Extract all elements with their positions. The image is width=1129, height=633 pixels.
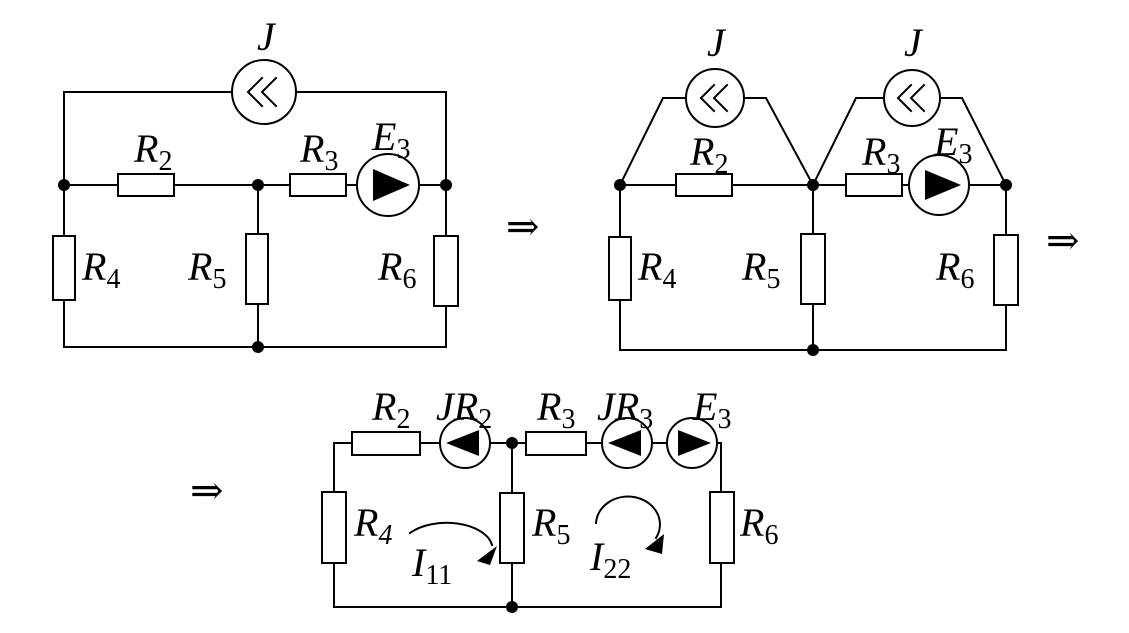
circuit-2: J J R2 R3 E3 R4 R5 R6 bbox=[608, 20, 1019, 356]
c2-node-right bbox=[1000, 179, 1012, 191]
c2-label-r2: R2 bbox=[689, 129, 728, 180]
c1-label-r6: R6 bbox=[377, 244, 416, 295]
c1-label-e3: E3 bbox=[371, 114, 410, 165]
c3-label-r3: R3 bbox=[536, 384, 575, 435]
c2-resistor-r4 bbox=[608, 236, 632, 301]
c1-wire-top bbox=[63, 91, 447, 186]
c3-label-i22: I22 bbox=[589, 534, 631, 585]
circuit-1: J R2 R3 E3 R4 R5 R6 bbox=[52, 14, 459, 353]
c1-label-j: J bbox=[257, 14, 277, 59]
c3-label-jr2: JR2 bbox=[436, 384, 492, 435]
c3-resistor-r3 bbox=[525, 431, 587, 456]
implies-arrow-2: ⇒ bbox=[1046, 218, 1080, 263]
c2-label-r3: R3 bbox=[861, 129, 900, 180]
c3-node-bottom bbox=[506, 601, 518, 613]
c2-voltage-source-e3 bbox=[908, 154, 970, 216]
c3-node-top bbox=[506, 437, 518, 449]
c3-wire-frame bbox=[333, 562, 722, 608]
c2-node-center bbox=[807, 179, 819, 191]
c3-label-r2: R2 bbox=[371, 384, 410, 435]
c3-label-r5: R5 bbox=[531, 500, 570, 551]
c3-label-r6: R6 bbox=[739, 500, 778, 551]
c1-resistor-r5 bbox=[245, 233, 269, 305]
implies-arrow-1: ⇒ bbox=[506, 204, 540, 249]
c3-loop-current-i22 bbox=[594, 495, 664, 554]
c2-resistor-r5 bbox=[800, 233, 826, 305]
c1-label-r3: R3 bbox=[299, 126, 338, 177]
implies-arrow-3: ⇒ bbox=[190, 468, 224, 513]
c1-resistor-r3 bbox=[289, 173, 347, 197]
c3-resistor-r5 bbox=[499, 492, 525, 564]
c2-label-r4: R4 bbox=[637, 244, 676, 295]
c3-source-jr3 bbox=[601, 417, 653, 469]
c3-label-jr3: JR3 bbox=[597, 384, 653, 435]
circuit-3: R2 JR2 R3 JR3 E3 R4 R5 R6 I11 I22 bbox=[321, 384, 778, 613]
c1-node-bottom bbox=[252, 341, 264, 353]
c1-label-r5: R5 bbox=[187, 244, 226, 295]
c2-node-left bbox=[614, 179, 626, 191]
c1-label-r2: R2 bbox=[133, 126, 172, 177]
c3-resistor-r6 bbox=[709, 491, 735, 564]
c1-current-source-j bbox=[231, 59, 297, 125]
c2-wire-j2 bbox=[811, 97, 1008, 187]
c2-label-e3: E3 bbox=[933, 119, 972, 170]
c2-current-source-j1 bbox=[685, 68, 745, 128]
c3-label-e3: E3 bbox=[692, 384, 731, 435]
c3-resistor-r2 bbox=[351, 431, 421, 456]
c3-source-jr2 bbox=[439, 417, 491, 469]
c1-resistor-r4 bbox=[52, 235, 76, 301]
c3-label-r4: R4 bbox=[353, 500, 392, 551]
c1-node-right bbox=[440, 179, 452, 191]
c2-label-r5: R5 bbox=[741, 244, 780, 295]
c1-resistor-r2 bbox=[117, 173, 175, 197]
c2-resistor-r3 bbox=[845, 173, 903, 197]
c2-label-j1: J bbox=[707, 20, 727, 65]
c1-node-left bbox=[58, 179, 70, 191]
c3-label-i11: I11 bbox=[411, 540, 452, 591]
c2-resistor-r6 bbox=[993, 234, 1019, 306]
c2-current-source-j2 bbox=[883, 69, 941, 127]
c1-node-center bbox=[252, 179, 264, 191]
c3-loop-current-i11 bbox=[408, 521, 497, 565]
c1-label-r4: R4 bbox=[81, 244, 120, 295]
c2-label-j2: J bbox=[904, 20, 924, 65]
c1-resistor-r6 bbox=[433, 235, 459, 307]
c2-resistor-r2 bbox=[675, 173, 733, 197]
c2-label-r6: R6 bbox=[935, 244, 974, 295]
c2-node-bottom bbox=[807, 344, 819, 356]
c2-wire-j1 bbox=[618, 97, 815, 187]
c3-resistor-r4 bbox=[321, 491, 347, 564]
c1-voltage-source-e3 bbox=[356, 153, 420, 217]
